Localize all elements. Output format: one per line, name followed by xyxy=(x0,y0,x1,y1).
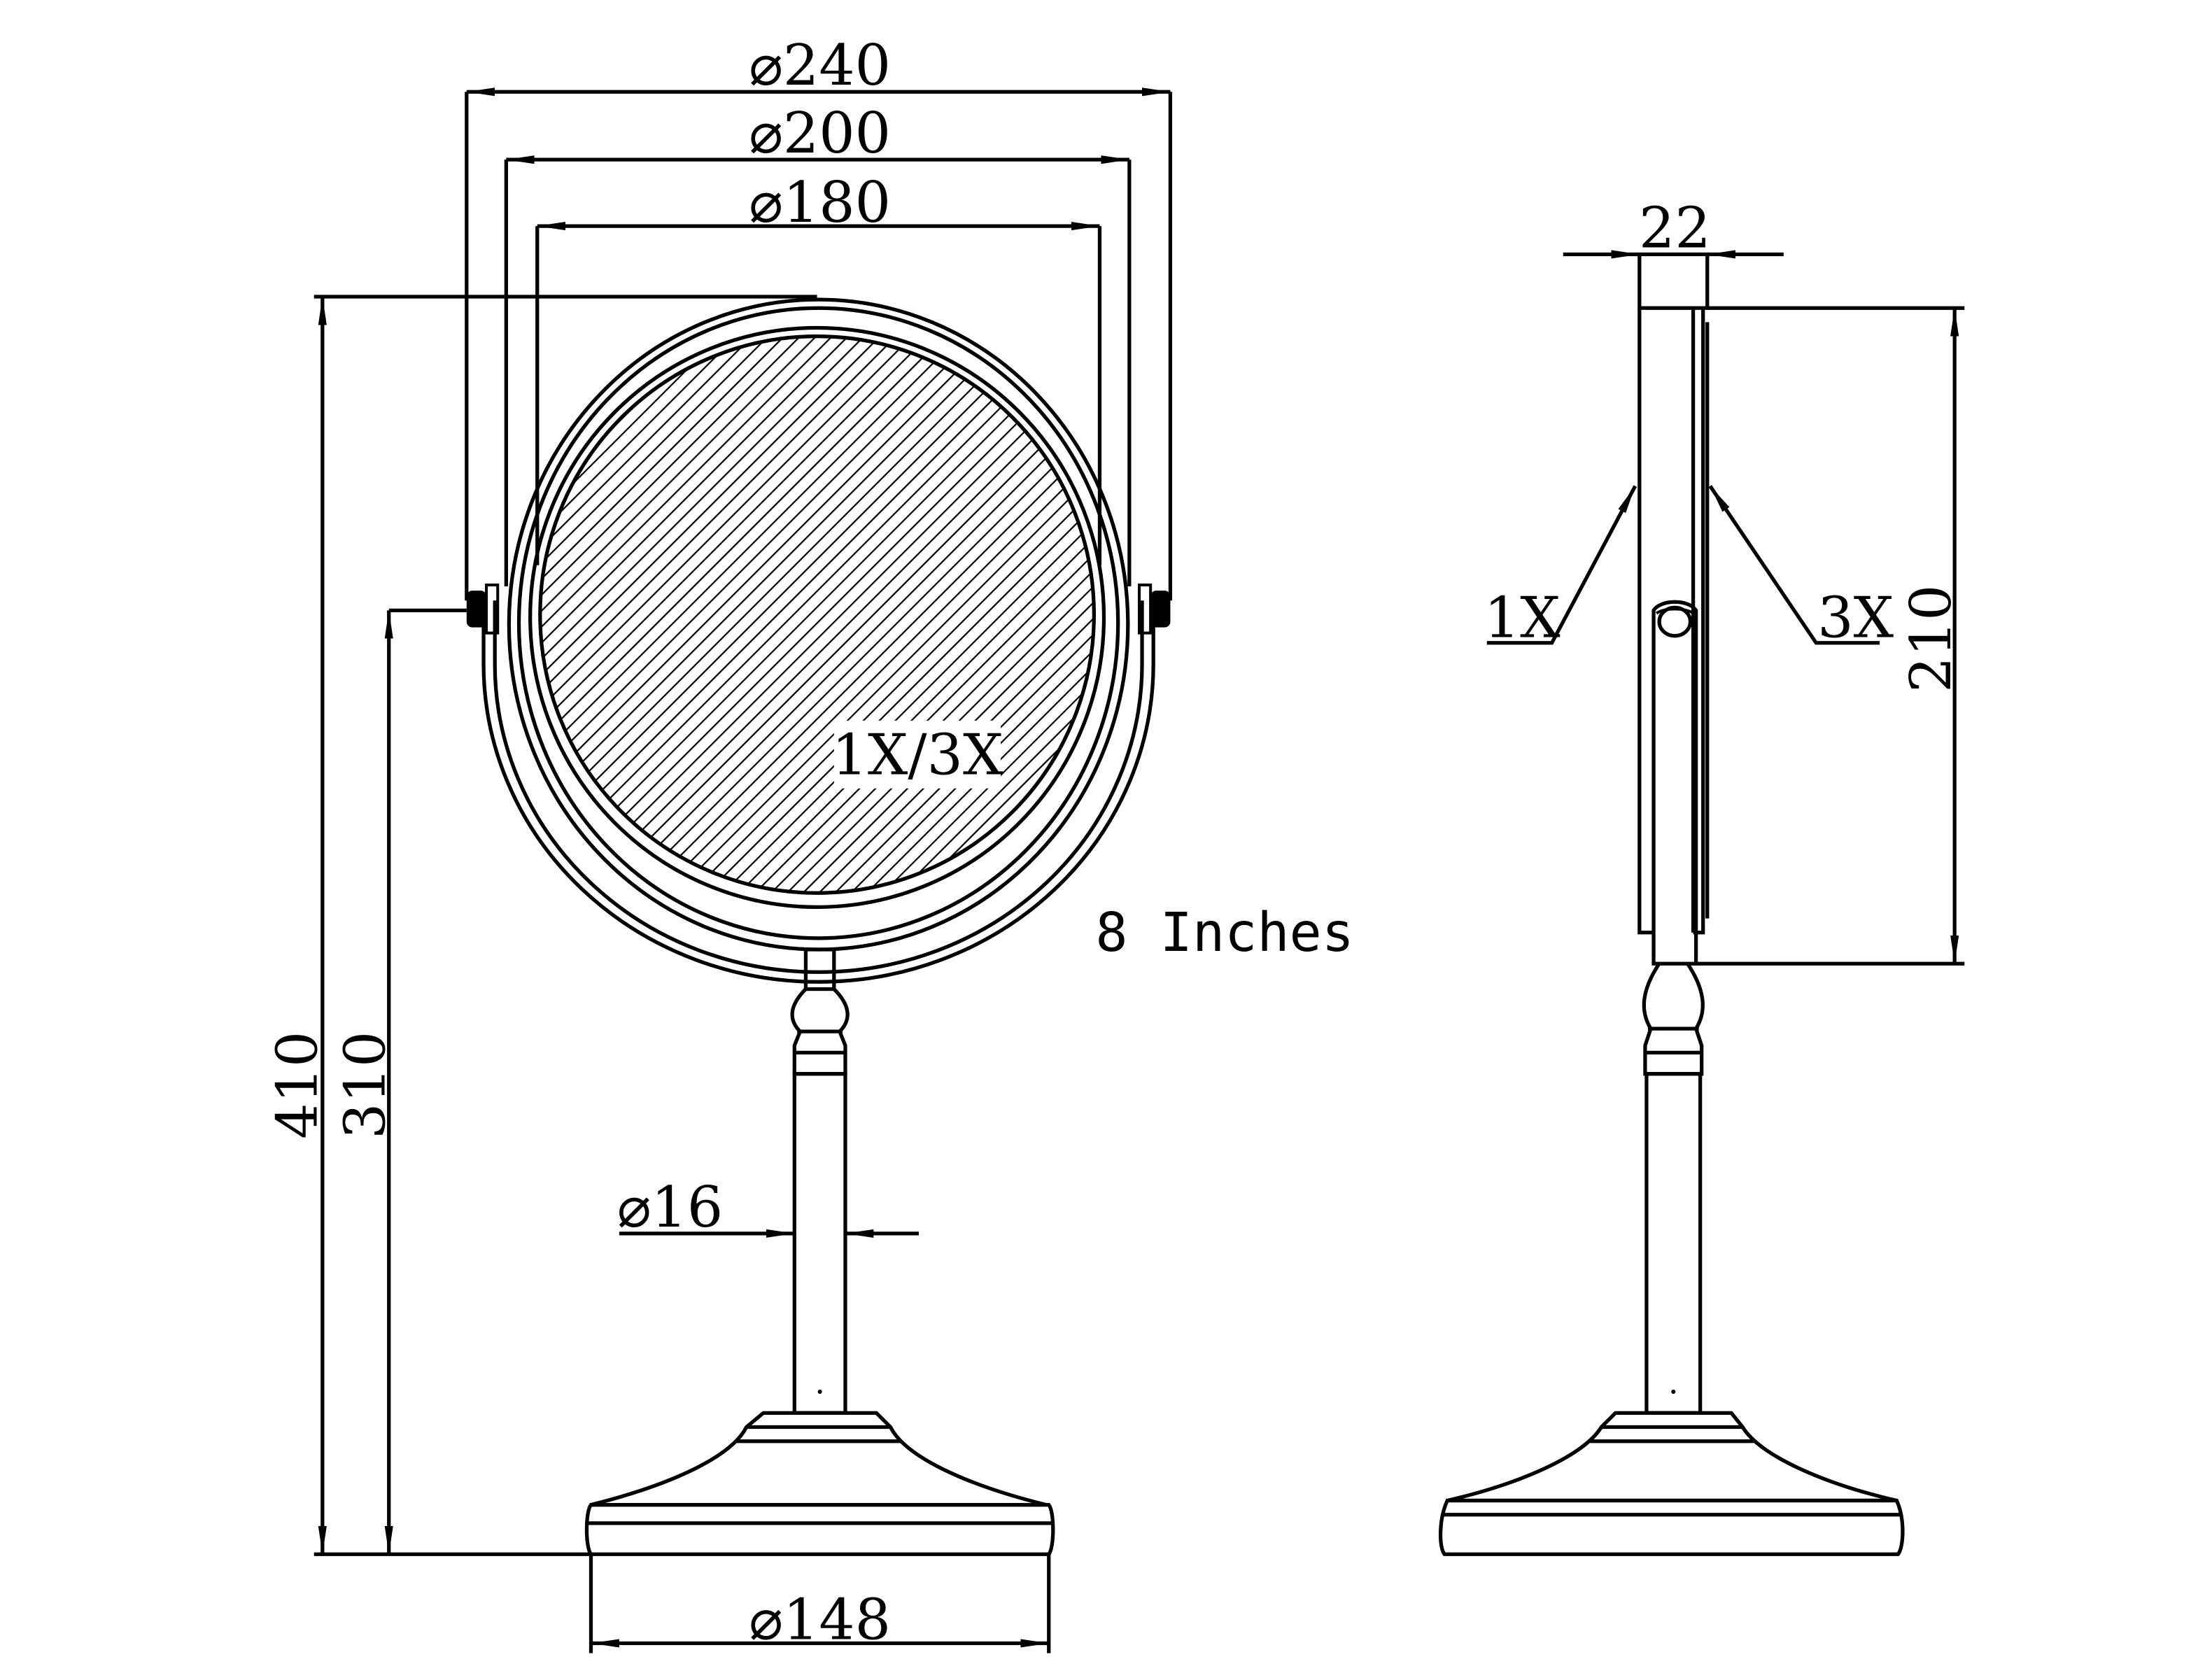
dimension-diameter-200: ⌀200 xyxy=(504,101,1132,587)
magnification-label: 1X/3X xyxy=(831,723,1003,789)
dimension-height-410: 410 xyxy=(265,295,817,1556)
mirror-glass-hatched xyxy=(538,334,1097,895)
dimension-label: ⌀200 xyxy=(749,101,891,167)
front-view: ⌀240 ⌀200 ⌀180 1X/3X xyxy=(265,33,1354,1653)
dimension-diameter-240: ⌀240 xyxy=(465,33,1173,601)
side-view: 22 210 1X 3X xyxy=(1438,195,1965,1556)
mirror-side-profile xyxy=(1637,252,1710,966)
dimension-diameter-148: ⌀148 xyxy=(589,1554,1051,1653)
dimension-height-210: 210 xyxy=(1696,306,1965,966)
size-label: 8 Inches xyxy=(1095,902,1354,964)
dimension-diameter-180: ⌀180 xyxy=(535,170,1102,565)
dimension-label: ⌀16 xyxy=(617,1175,723,1241)
stand-stem xyxy=(790,947,850,1415)
side-3x-label: 3X xyxy=(1817,586,1894,651)
dimension-label: ⌀180 xyxy=(749,170,891,236)
mirror-head: 1X/3X xyxy=(507,297,1130,952)
leader-1x: 1X xyxy=(1484,485,1637,651)
dimension-label: 410 xyxy=(265,1031,331,1139)
mirror-yoke xyxy=(481,600,1155,984)
dimension-diameter-16: ⌀16 xyxy=(617,1175,919,1241)
side-1x-label: 1X xyxy=(1484,586,1561,651)
dimension-height-310: 310 xyxy=(333,608,467,1555)
dimension-label: ⌀148 xyxy=(749,1587,891,1653)
pivot-knob-left xyxy=(466,583,500,635)
stand-base-side xyxy=(1438,1411,1905,1556)
stand-stem-side xyxy=(1642,962,1705,1415)
pivot-knob-right xyxy=(1137,583,1171,635)
stand-base xyxy=(584,1411,1055,1556)
dimension-thickness-22: 22 xyxy=(1563,195,1784,261)
dimension-label: 310 xyxy=(333,1031,399,1139)
dimension-label: ⌀240 xyxy=(749,33,891,99)
dimension-label: 210 xyxy=(1898,585,1964,693)
leader-3x: 3X xyxy=(1708,485,1894,651)
dimension-label: 22 xyxy=(1639,195,1711,261)
